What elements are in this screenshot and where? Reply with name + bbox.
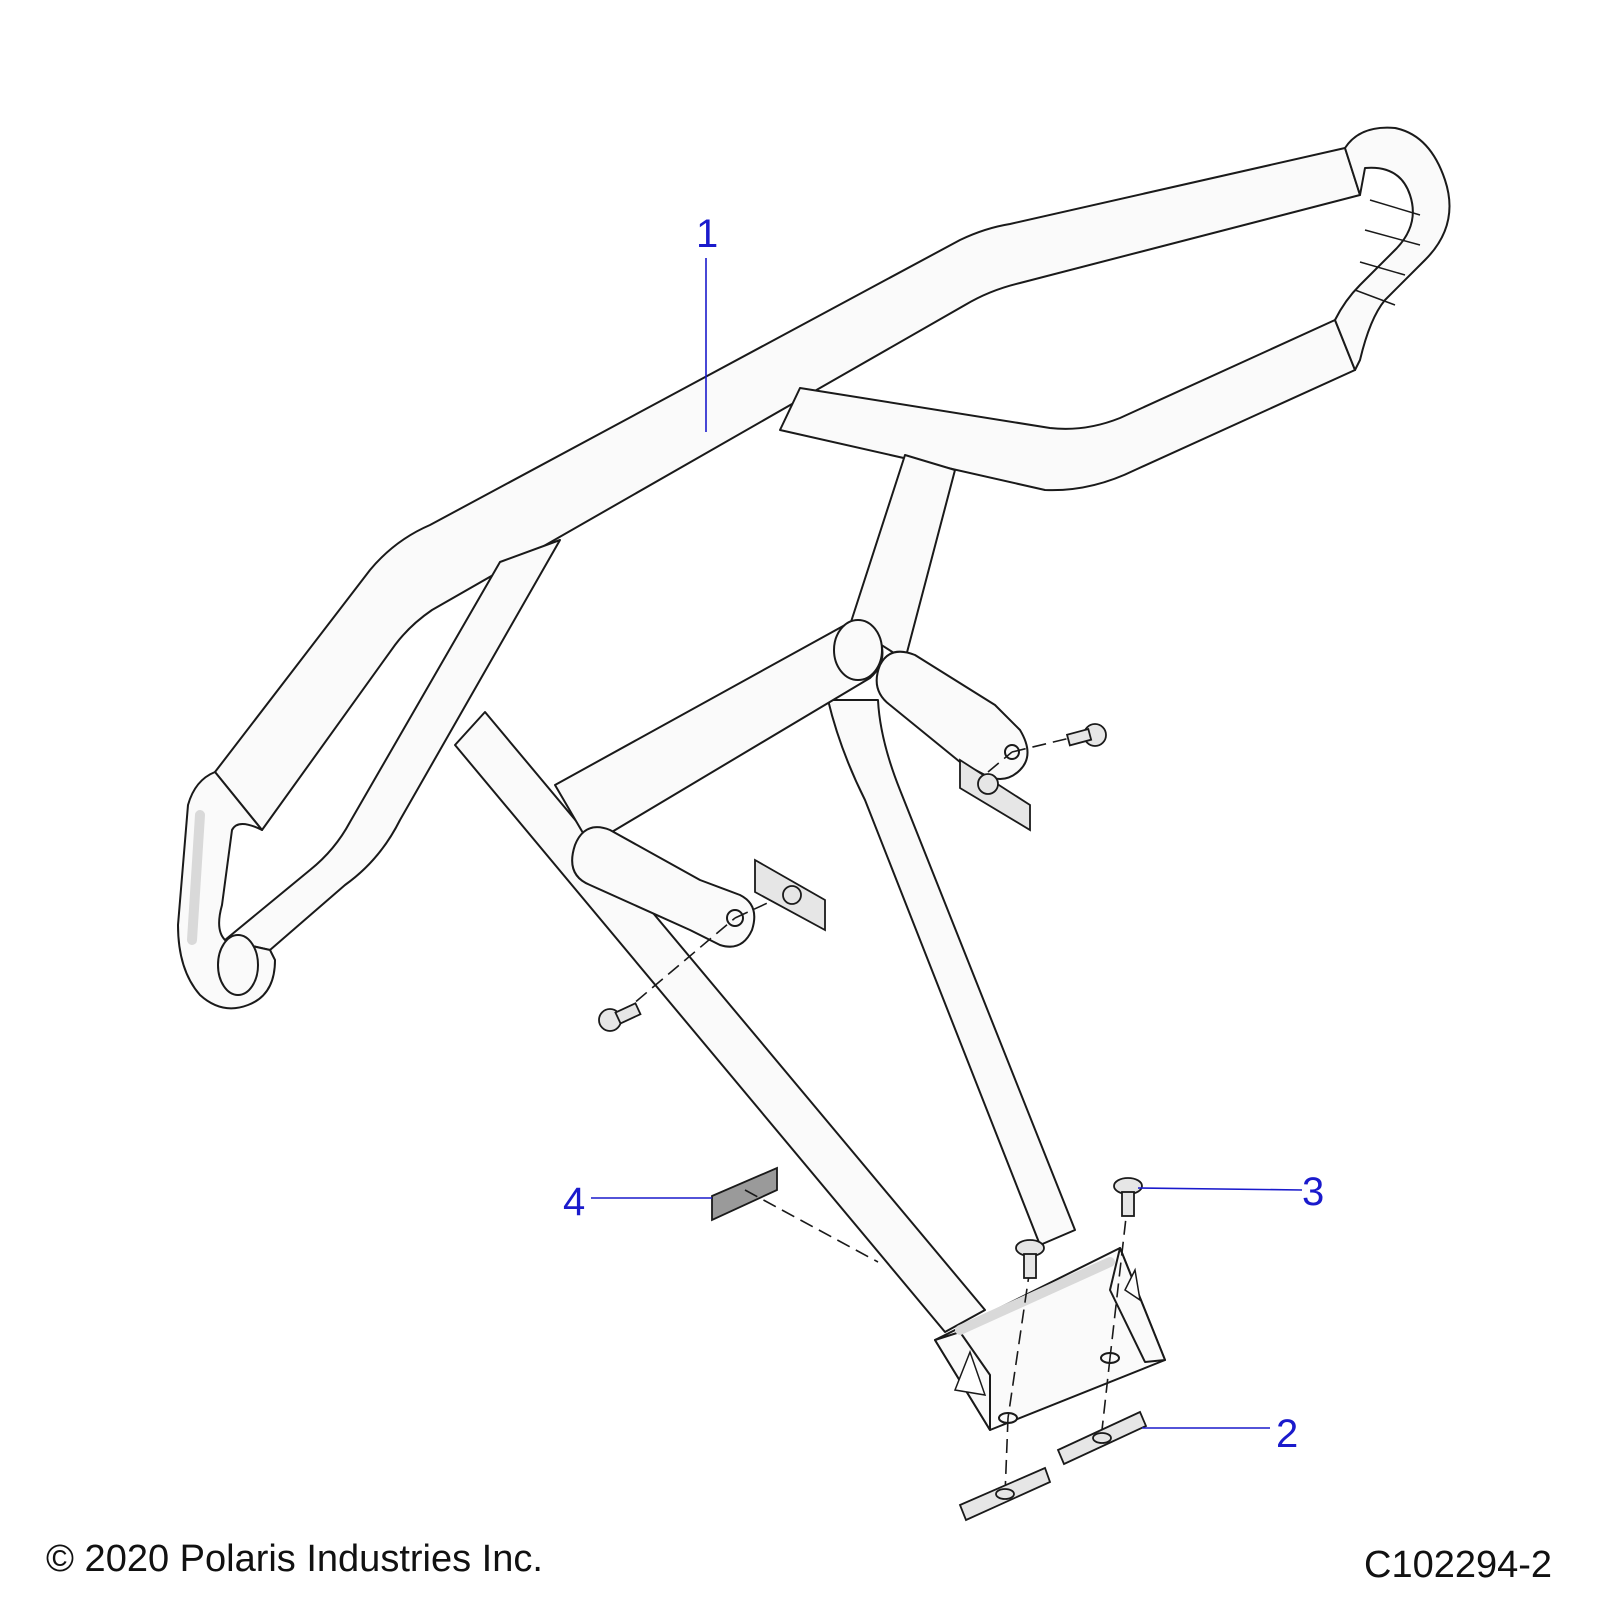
right-tab-nut <box>977 773 999 795</box>
decal-part-4 <box>711 1166 879 1263</box>
plate-nut-left-path <box>1004 1417 1009 1496</box>
bracket-screws-part-3 <box>1007 1177 1143 1419</box>
right-cap-ribs <box>1354 199 1421 306</box>
callout-4: 4 <box>563 1180 586 1224</box>
right-end-cap <box>1334 126 1451 371</box>
left-mount-tab <box>571 826 756 948</box>
decal-path <box>744 1189 879 1263</box>
right-leg <box>827 699 1076 1246</box>
drawing-number: C102294-2 <box>1364 1544 1553 1586</box>
left-cap-shade <box>187 810 205 945</box>
copyright-notice: © 2020 Polaris Industries Inc. <box>46 1538 543 1580</box>
plate-nut-left-hole <box>995 1488 1015 1500</box>
callout-3: 3 <box>1302 1170 1325 1214</box>
leader-lines <box>591 258 1303 1429</box>
bumper-frame-part-1 <box>177 126 1451 1431</box>
right-lower-rail <box>779 319 1356 492</box>
left-tab-nut <box>782 885 802 905</box>
callout-2: 2 <box>1276 1412 1299 1456</box>
right-tab-bolt-path <box>1011 737 1071 753</box>
screw-right-path <box>1109 1199 1129 1359</box>
right-tab-plate-nut <box>959 758 1031 832</box>
left-tab-bolt <box>598 1002 642 1032</box>
screw-right <box>1113 1177 1143 1217</box>
plate-nuts-part-2 <box>958 1357 1148 1522</box>
bracket-cutouts <box>953 1267 1142 1396</box>
callout-1: 1 <box>696 212 719 256</box>
screw-left-path <box>1007 1267 1031 1419</box>
right-tab-bolt <box>1065 723 1107 747</box>
left-cap-opening <box>217 934 259 996</box>
screw-left <box>1015 1239 1045 1279</box>
plate-nut-right-path <box>1101 1357 1111 1431</box>
decal <box>711 1166 778 1222</box>
right-mount-tab <box>875 650 1029 780</box>
leader-3 <box>1137 1187 1303 1191</box>
bracket-shade <box>955 1257 1115 1335</box>
cross-tube-joint <box>833 619 883 681</box>
right-tab-nut-path <box>987 751 1013 773</box>
left-tab-bolt-path <box>619 917 736 1016</box>
bracket-right-gusset <box>1109 1247 1166 1363</box>
lower-rail <box>224 539 561 951</box>
cross-tube <box>554 622 884 846</box>
tab-hardware <box>598 723 1107 1032</box>
plate-nut-right-hole <box>1092 1432 1112 1444</box>
left-tab-nut-path <box>734 887 801 919</box>
